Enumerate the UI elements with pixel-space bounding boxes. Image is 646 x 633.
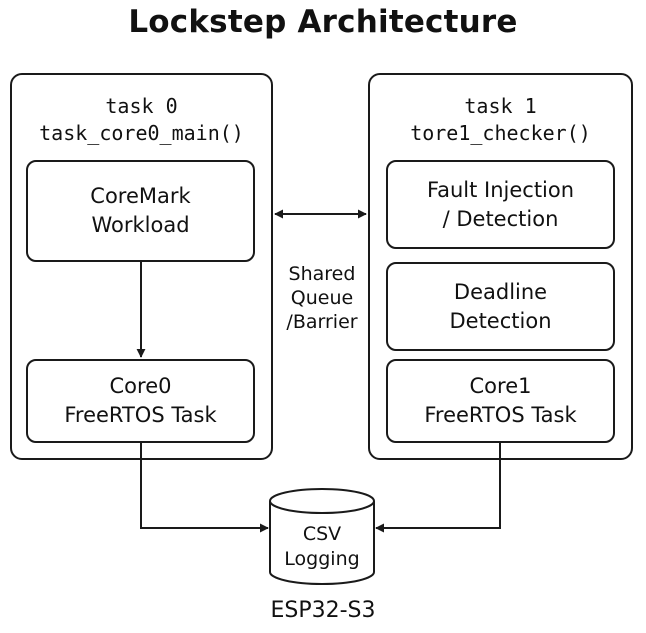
- task1-label: task 1: [464, 94, 537, 118]
- coremark-workload-line1: CoreMark: [90, 184, 191, 208]
- csv-line1: CSV: [302, 523, 342, 545]
- csv-database-icon: [269, 488, 375, 585]
- core1-to-csv-arrow: [375, 443, 501, 533]
- core0-task-box: Core0 FreeRTOS Task: [26, 359, 255, 443]
- fault-injection-line1: Fault Injection: [426, 177, 575, 202]
- diagram-title: Lockstep Architecture: [128, 4, 518, 40]
- core0-task-line1: Core0: [109, 374, 172, 398]
- csv-line2: Logging: [284, 548, 360, 570]
- shared-queue-label: Shared Queue /Barrier: [272, 262, 372, 334]
- fault-injection-line2: / Detection: [442, 206, 559, 231]
- csv-logging-label: CSV Logging: [270, 522, 374, 572]
- shared-line2: Queue: [290, 287, 354, 309]
- shared-line3: /Barrier: [286, 311, 358, 333]
- deadline-detection-line1: Deadline: [453, 279, 548, 304]
- fault-injection-box: Fault Injection / Detection: [386, 160, 615, 249]
- coremark-workload-line2: Workload: [91, 213, 190, 237]
- task1-function-name: tore1_checker(): [410, 121, 591, 145]
- deadline-detection-line2: Detection: [449, 308, 552, 333]
- task0-label: task 0: [105, 94, 178, 118]
- core1-task-line1: Core1: [469, 374, 532, 398]
- task0-function-name: task_core0_main(): [39, 121, 244, 145]
- coremark-workload-box: CoreMark Workload: [26, 160, 255, 262]
- core1-task-line2: FreeRTOS Task: [424, 403, 577, 427]
- deadline-detection-box: Deadline Detection: [386, 262, 615, 351]
- shared-line1: Shared: [288, 263, 356, 285]
- core1-task-box: Core1 FreeRTOS Task: [386, 359, 615, 443]
- core0-task-line2: FreeRTOS Task: [64, 403, 217, 427]
- core0-to-csv-arrow: [140, 443, 269, 533]
- chip-label: ESP32-S3: [270, 598, 376, 623]
